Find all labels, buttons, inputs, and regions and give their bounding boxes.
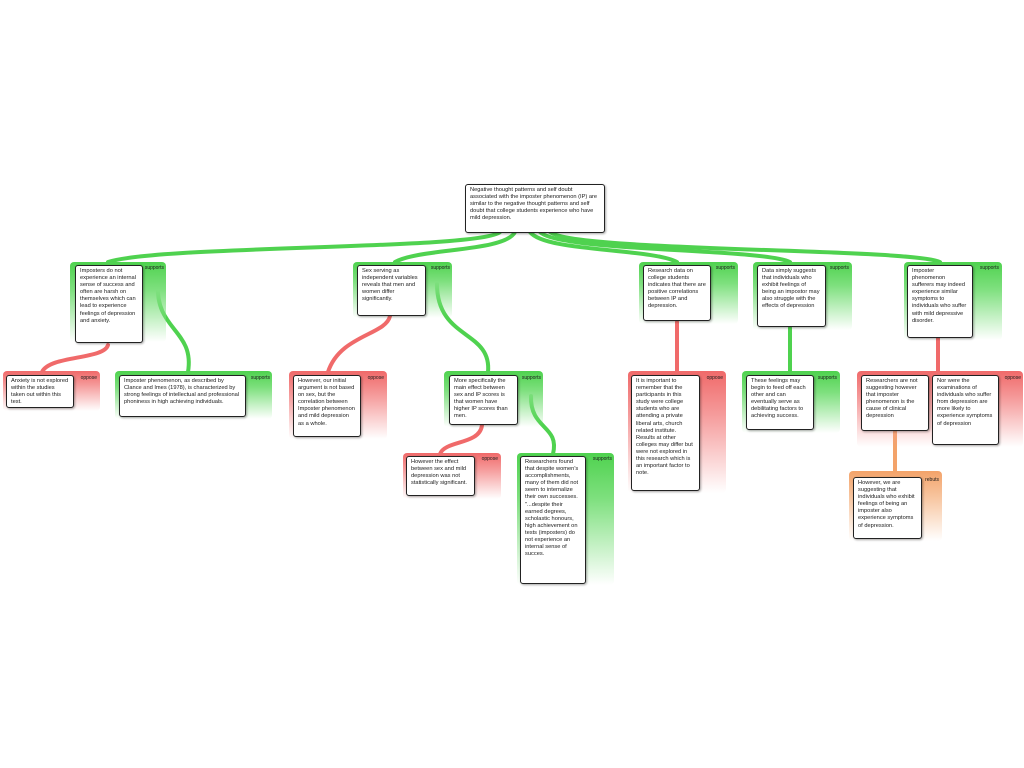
n5a-text: Researchers are not suggesting however t… xyxy=(866,378,918,420)
n2a-tag: oppose xyxy=(367,375,384,381)
n4-box[interactable]: Data simply suggests that individuals wh… xyxy=(757,265,826,327)
n5-text: Imposter phenomenon sufferers may indeed… xyxy=(912,268,967,324)
n4a-text: These feelings may begin to feed off eac… xyxy=(751,378,806,420)
n1a-text: Anxiety is not explored within the studi… xyxy=(11,378,69,406)
n1b-tag: supports xyxy=(250,375,270,381)
n4-text: Data simply suggests that individuals wh… xyxy=(762,268,820,310)
n1a-box[interactable]: Anxiety is not explored within the studi… xyxy=(6,375,74,408)
n2-tag: supports xyxy=(430,265,450,271)
n2b2-tag: supports xyxy=(592,456,612,462)
connector-main-n5 xyxy=(548,230,942,264)
connector-n1-n1a xyxy=(40,343,110,374)
n3-text: Research data on college students indica… xyxy=(648,268,706,310)
n2a-box[interactable]: However, our initial argument is not bas… xyxy=(293,375,361,437)
n5a1-text: However, we are suggesting that individu… xyxy=(858,480,915,529)
n3a-box[interactable]: It is important to remember that the par… xyxy=(631,375,700,491)
n2b-text: More specifically the main effect betwee… xyxy=(454,378,508,420)
n1b-box[interactable]: Imposter phenomenon, as described by Cla… xyxy=(119,375,246,417)
n5a-box[interactable]: Researchers are not suggesting however t… xyxy=(861,375,929,431)
n3a-tag: oppose xyxy=(706,375,723,381)
connector-main-n3 xyxy=(528,230,679,264)
n2b1-tag: oppose xyxy=(481,456,498,462)
n2b-tag: supports xyxy=(521,375,541,381)
n1b-text: Imposter phenomenon, as described by Cla… xyxy=(124,378,240,406)
main-claim-text: Negative thought patterns and self doubt… xyxy=(470,187,598,222)
n2b2-text: Researchers found that despite women's a… xyxy=(525,459,579,558)
n1-text: Imposters do not experience an internal … xyxy=(80,268,136,324)
n3-box[interactable]: Research data on college students indica… xyxy=(643,265,711,321)
n4-tag: supports xyxy=(829,265,849,271)
n5b-text: Nor were the examinations of individuals… xyxy=(937,378,993,427)
n1a-tag: oppose xyxy=(80,375,97,381)
n5a1-box[interactable]: However, we are suggesting that individu… xyxy=(853,477,922,539)
n1-box[interactable]: Imposters do not experience an internal … xyxy=(75,265,143,343)
connector-main-n1 xyxy=(106,230,502,264)
connector-main-n4 xyxy=(538,230,792,264)
connector-n2b-n2b1 xyxy=(438,423,484,456)
n2-box[interactable]: Sex serving as independent variables rev… xyxy=(357,265,426,316)
n2b2-box[interactable]: Researchers found that despite women's a… xyxy=(520,456,586,584)
n2-text: Sex serving as independent variables rev… xyxy=(362,268,418,303)
n5b-box[interactable]: Nor were the examinations of individuals… xyxy=(932,375,999,445)
connector-main-n2 xyxy=(393,230,517,264)
n5-tag: supports xyxy=(979,265,999,271)
n3a-text: It is important to remember that the par… xyxy=(636,378,693,477)
n2a-text: However, our initial argument is not bas… xyxy=(298,378,355,427)
n2b1-box[interactable]: However the effect between sex and mild … xyxy=(406,456,475,496)
n5-box[interactable]: Imposter phenomenon sufferers may indeed… xyxy=(907,265,973,338)
n5a-tag: oppose xyxy=(1004,375,1021,381)
n4a-box[interactable]: These feelings may begin to feed off eac… xyxy=(746,375,814,430)
n4a-tag: supports xyxy=(817,375,837,381)
n5a1-tag: rebuts xyxy=(925,477,939,483)
connector-n2-n2a xyxy=(326,314,392,374)
main-claim-box[interactable]: Negative thought patterns and self doubt… xyxy=(465,184,605,233)
n2b1-text: However the effect between sex and mild … xyxy=(411,459,467,487)
n1-tag: supports xyxy=(144,265,164,271)
n2b-box[interactable]: More specifically the main effect betwee… xyxy=(449,375,518,425)
n3-tag: supports xyxy=(715,265,735,271)
